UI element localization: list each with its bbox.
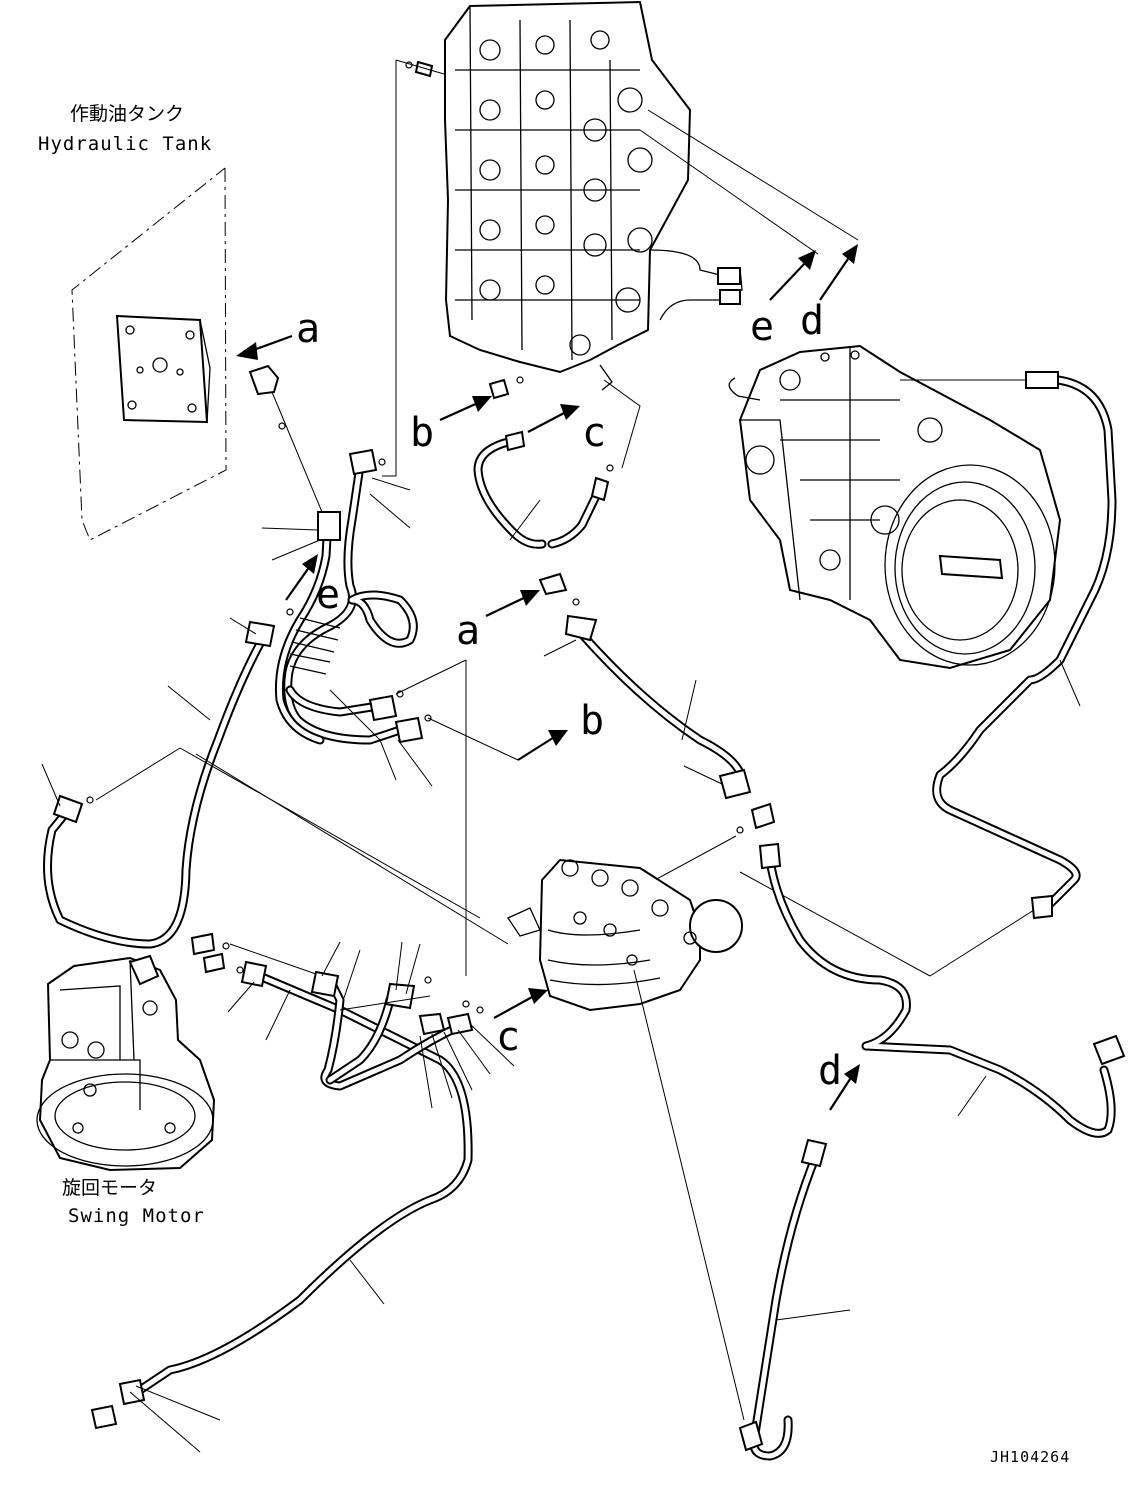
hydraulic-tank (71, 167, 227, 541)
marker-d-top: d (800, 298, 824, 344)
marker-b-top: b (410, 410, 434, 456)
swing-motor (36, 954, 216, 1172)
arrow-e-left (285, 554, 318, 601)
marker-c-top: c (582, 410, 606, 456)
hydraulic-tank-label-en: Hydraulic Tank (38, 133, 212, 155)
leader-to-d (647, 109, 859, 241)
marker-c-lower: c (496, 1014, 520, 1060)
arrow-a-tank (236, 334, 293, 360)
arrow-e-top (769, 250, 816, 301)
marker-e-top: e (750, 304, 774, 350)
center-a-fitting (538, 572, 580, 606)
hose-pump-right (932, 371, 1117, 920)
hose-bundle-upper-left (274, 448, 432, 745)
center-swivel-valve (507, 858, 743, 1012)
arrow-c-top (527, 404, 580, 433)
marker-a-tank: a (296, 306, 320, 352)
main-pump (728, 344, 1062, 670)
hose-left-loop (41, 617, 276, 949)
swing-motor-label-jp: 旋回モータ (62, 1177, 157, 1199)
swing-motor-label-en: Swing Motor (68, 1205, 205, 1227)
arrow-c-lower (493, 988, 548, 1019)
arrow-d-top (819, 244, 858, 301)
hose-center-a (543, 614, 752, 800)
drawing-code: JH104264 (990, 1448, 1070, 1466)
hose-lower-right (758, 842, 1126, 1138)
arrow-a-center (485, 590, 540, 617)
hose-c-top (473, 430, 614, 549)
arrow-d-lower (829, 1064, 860, 1111)
valve-top-fitting (395, 59, 445, 78)
tank-elbow-fitting (248, 364, 323, 513)
leader-to-e (639, 129, 819, 255)
swing-motor-fittings (190, 932, 317, 975)
marker-d-lower: d (818, 1048, 842, 1094)
hydraulic-tank-label-jp: 作動油タンク (70, 103, 184, 125)
arrow-b-mid (517, 730, 568, 761)
marker-e-left: e (316, 572, 340, 618)
valve-b-fitting (488, 376, 524, 400)
leader-swivel-bottom (633, 969, 745, 1421)
hose-lower-right-long (738, 1138, 851, 1461)
control-valve (444, 0, 743, 391)
marker-b-mid: b (580, 698, 604, 744)
marker-a-center: a (456, 608, 480, 654)
arrow-b-top (439, 396, 492, 422)
